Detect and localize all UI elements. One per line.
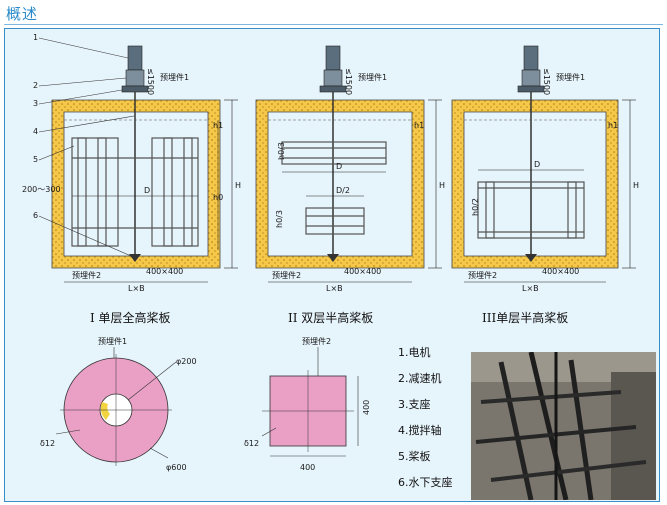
label-d2: D/2 (336, 186, 350, 195)
reducer-icon (125, 69, 145, 87)
reducer-icon (521, 69, 541, 87)
callout-2: 2 (33, 81, 38, 90)
label-base: 400×400 (146, 267, 183, 276)
label-dim-top: ≤1500 (344, 68, 353, 95)
caption-diagram-1: I 单层全高桨板 (90, 310, 171, 325)
motor-icon (325, 45, 341, 71)
label-h1: h1 (414, 121, 424, 130)
callout-1: 1 (33, 33, 38, 42)
label-h0-3b: h0/3 (275, 210, 284, 228)
label-h1: h1 (608, 121, 618, 130)
paddle-lower (305, 207, 365, 235)
reducer-icon (323, 69, 343, 87)
label-lxb: L×B (522, 284, 539, 293)
underwater-support-icon (129, 254, 141, 262)
tank-wall (51, 99, 221, 269)
installation-photo (471, 352, 656, 500)
label-dim-top: ≤1500 (542, 68, 551, 95)
label-outer-dim: φ600 (166, 463, 187, 472)
label-embed1: 预埋件1 (160, 72, 189, 82)
underwater-support-icon (525, 254, 537, 262)
label-lxb: L×B (326, 284, 343, 293)
label-embed1: 预埋件1 (556, 72, 585, 82)
label-embed1: 预埋件1 (358, 72, 387, 82)
label-embed2: 预埋件2 (468, 270, 497, 280)
support-icon (319, 85, 347, 93)
caption-diagram-3: III单层半高桨板 (482, 310, 568, 325)
embed1-title: 预埋件1 (98, 336, 127, 346)
tank-diagram-2: D D/2 H h1 h0/3 h0/3 ≤1500 预埋件1 400×400 … (255, 45, 445, 325)
callout-5: 5 (33, 155, 38, 164)
label-h0-2: h0/2 (471, 198, 480, 216)
photo-illustration (471, 352, 656, 500)
underwater-support-icon (327, 254, 339, 262)
label-bottom-dim: 400 (300, 463, 315, 472)
callouts: 1 2 3 4 5 6 (33, 33, 135, 257)
label-d: D (534, 160, 540, 169)
label-h0-3a: h0/3 (277, 142, 286, 160)
motor-icon (523, 45, 539, 71)
page-title: 概述 (6, 5, 39, 23)
motor-icon (127, 45, 143, 71)
paddle-left (71, 137, 119, 247)
embed2-detail: 预埋件2 400 400 δ12 (244, 336, 371, 472)
paddle-right (151, 137, 199, 247)
label-dim-top: ≤1500 (146, 68, 155, 95)
label-h1: h1 (213, 121, 223, 130)
label-d: D (336, 162, 342, 171)
legend-item-2: 2.减速机 (398, 371, 442, 385)
title-bar: 概述 (0, 0, 667, 28)
label-h0: h0 (213, 193, 223, 202)
callout-4: 4 (33, 127, 38, 136)
callout-6: 6 (33, 211, 38, 220)
label-clearance: 200～300 (22, 185, 61, 194)
label-h: H (439, 181, 445, 190)
callout-3: 3 (33, 99, 38, 108)
paddle-upper (281, 141, 387, 165)
legend-item-5: 5.桨板 (398, 449, 431, 463)
label-lxb: L×B (128, 284, 145, 293)
label-side-dim: 400 (362, 400, 371, 415)
label-thickness: δ12 (244, 439, 259, 448)
tank-diagram-3: D H h1 h0/2 ≤1500 预埋件1 400×400 预埋件2 L×B … (451, 45, 639, 325)
embed1-detail: 预埋件1 φ200 φ600 δ12 (40, 336, 197, 472)
label-thickness: δ12 (40, 439, 55, 448)
label-h: H (235, 181, 241, 190)
tank-wall (255, 99, 425, 269)
caption-diagram-2: II 双层半高桨板 (288, 310, 373, 325)
support-icon (517, 85, 545, 93)
support-icon (121, 85, 149, 93)
legend-item-1: 1.电机 (398, 345, 431, 359)
label-h: H (633, 181, 639, 190)
tank-diagram-1: D H h1 h0 ≤1500 预埋件1 200～300 400×400 预埋件… (22, 33, 241, 325)
weld-mark (100, 402, 110, 420)
embed2-title: 预埋件2 (302, 336, 331, 346)
tank-wall (451, 99, 619, 269)
label-embed2: 预埋件2 (272, 270, 301, 280)
paddle (477, 181, 585, 239)
label-d: D (144, 186, 150, 195)
label-base: 400×400 (344, 267, 381, 276)
label-embed2: 预埋件2 (72, 270, 101, 280)
legend-item-3: 3.支座 (398, 397, 431, 411)
legend-item-6: 6.水下支座 (398, 475, 453, 489)
label-inner-dim: φ200 (176, 357, 197, 366)
legend: 1.电机 2.减速机 3.支座 4.搅拌轴 5.桨板 6.水下支座 (398, 345, 453, 489)
title-divider (4, 24, 663, 25)
label-base: 400×400 (542, 267, 579, 276)
legend-item-4: 4.搅拌轴 (398, 423, 442, 437)
